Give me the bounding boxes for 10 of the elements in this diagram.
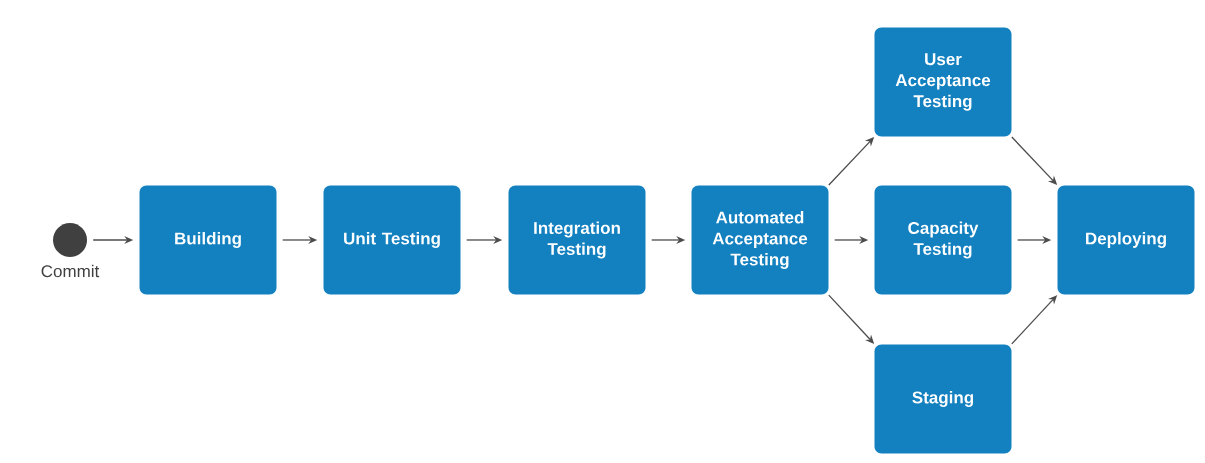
process-box: Automated Acceptance Testing <box>691 185 829 295</box>
node-caption: Commit <box>41 264 100 278</box>
process-box: Unit Testing <box>323 185 461 295</box>
process-box: Capacity Testing <box>874 185 1012 295</box>
process-box: Building <box>139 185 277 295</box>
process-box: User Acceptance Testing <box>874 27 1012 137</box>
process-box: Integration Testing <box>508 185 646 295</box>
process-box: Staging <box>874 344 1012 454</box>
process-box: Deploying <box>1057 185 1195 295</box>
start-circle <box>53 223 87 257</box>
